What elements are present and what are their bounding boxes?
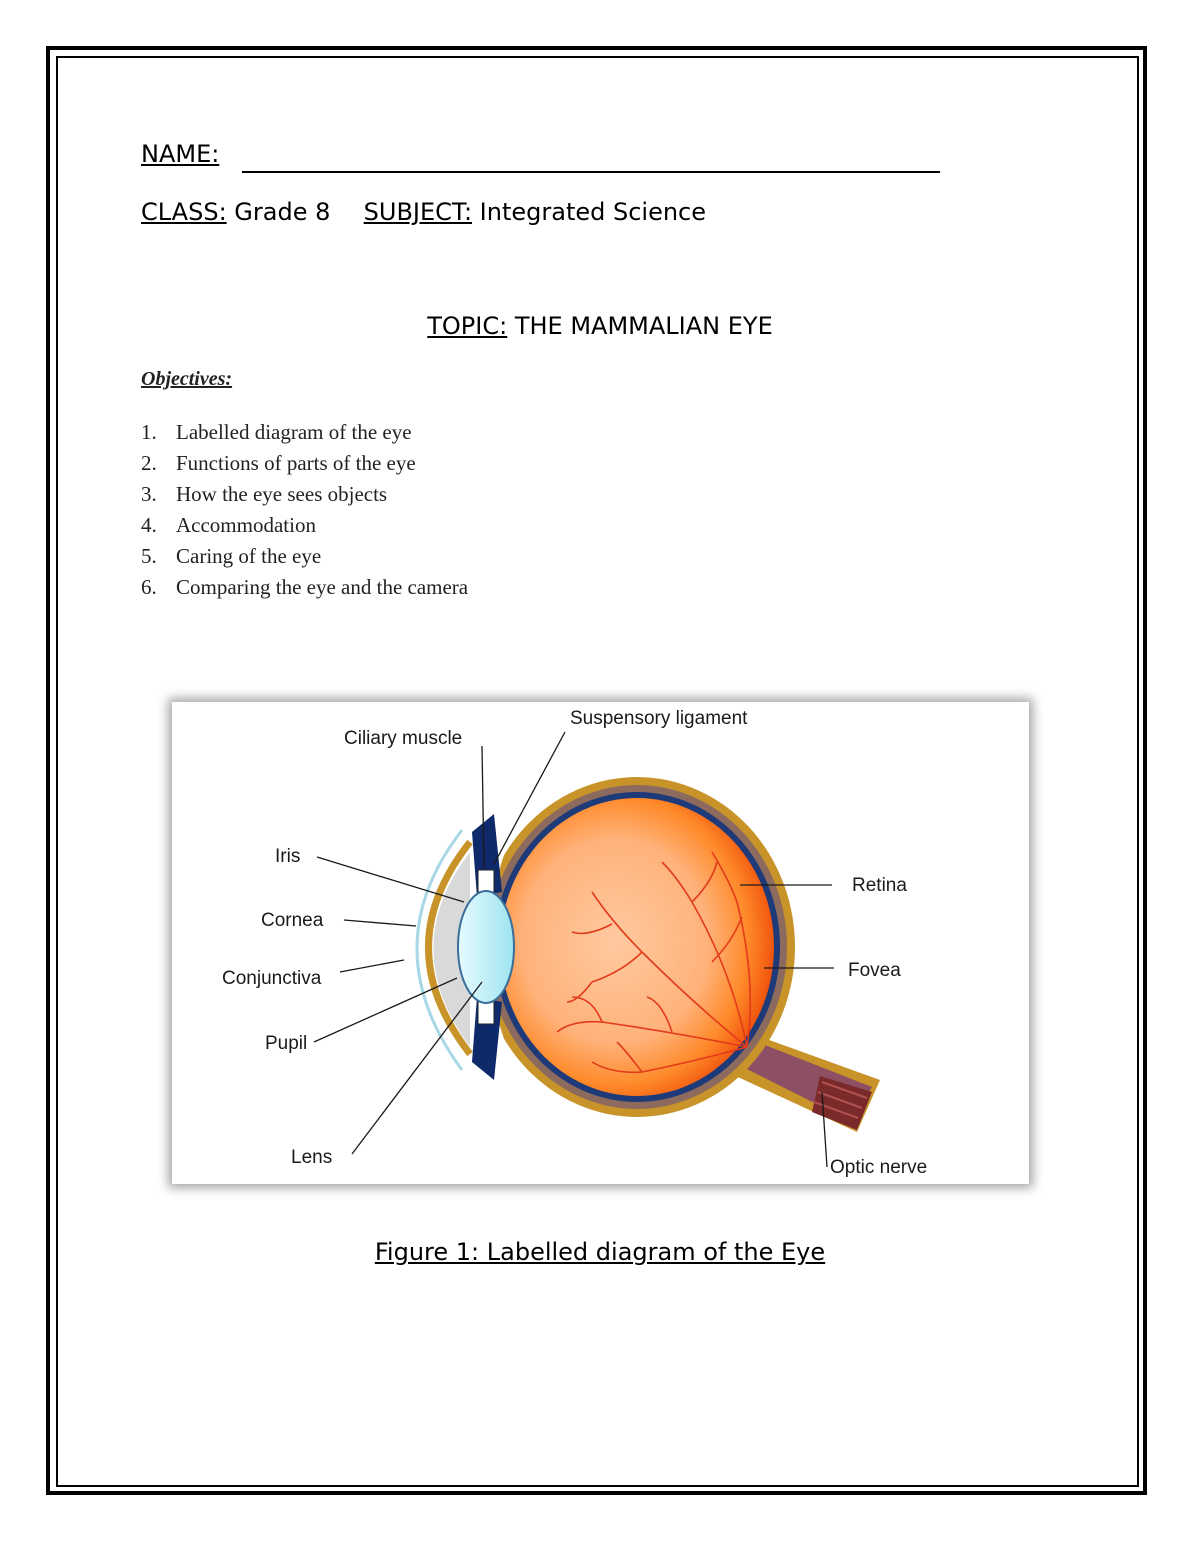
- label-conjunctiva: Conjunctiva: [222, 968, 322, 989]
- list-item: 6.Comparing the eye and the camera: [141, 575, 469, 599]
- topic-value: THE MAMMALIAN EYE: [514, 312, 773, 340]
- name-blank-line: [242, 171, 940, 173]
- label-lens: Lens: [291, 1147, 332, 1168]
- page-border-inner: [56, 56, 1139, 1487]
- leader-lines: [313, 731, 834, 1168]
- conjunctiva-shape: [415, 829, 464, 1071]
- label-fovea: Fovea: [848, 960, 901, 981]
- list-item: 1.Labelled diagram of the eye: [141, 420, 412, 444]
- list-item: 2.Functions of parts of the eye: [141, 451, 416, 475]
- name-label: NAME:: [141, 140, 220, 168]
- blood-vessels: [556, 851, 752, 1074]
- figure-caption: Figure 1: Labelled diagram of the Eye: [374, 1238, 826, 1266]
- lens-shape: [457, 890, 515, 1004]
- class-value: Grade 8: [234, 198, 331, 226]
- label-cornea: Cornea: [261, 910, 324, 931]
- topic-heading: TOPIC: THE MAMMALIAN EYE: [0, 312, 1200, 340]
- label-suspensory-ligament: Suspensory ligament: [570, 708, 748, 729]
- subject-value: Integrated Science: [479, 198, 707, 226]
- label-iris: Iris: [275, 846, 300, 867]
- list-item: 5.Caring of the eye: [141, 544, 322, 568]
- label-retina: Retina: [852, 875, 907, 896]
- eye-diagram-svg: Suspensory ligament Ciliary muscle Iris …: [222, 708, 927, 1178]
- objectives-list: 1.Labelled diagram of the eye 2.Function…: [141, 418, 468, 604]
- eye-diagram: Suspensory ligament Ciliary muscle Iris …: [172, 702, 1029, 1184]
- topic-label: TOPIC:: [427, 312, 508, 340]
- list-item: 4.Accommodation: [141, 513, 316, 537]
- name-row: NAME:: [141, 140, 219, 168]
- cornea-shape: [425, 839, 473, 1057]
- label-pupil: Pupil: [265, 1033, 307, 1054]
- list-item: 3.How the eye sees objects: [141, 482, 388, 506]
- objectives-heading: Objectives:: [141, 368, 233, 390]
- page-border-outer: [46, 46, 1147, 1495]
- label-optic-nerve: Optic nerve: [830, 1157, 927, 1178]
- class-subject-row: CLASS: Grade 8 SUBJECT: Integrated Scien…: [141, 198, 706, 226]
- subject-label: SUBJECT:: [363, 198, 473, 226]
- class-label: CLASS:: [141, 198, 227, 226]
- label-ciliary-muscle: Ciliary muscle: [344, 728, 462, 749]
- optic-nerve-shape: [727, 1032, 880, 1132]
